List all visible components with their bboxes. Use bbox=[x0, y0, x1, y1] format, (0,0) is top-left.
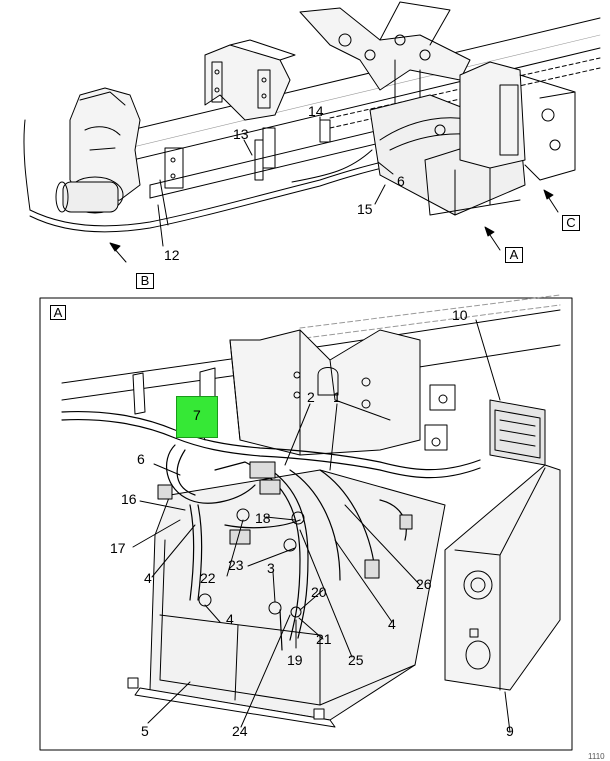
callout-6-top: 6 bbox=[397, 173, 405, 189]
mid-crossmember-top bbox=[204, 39, 296, 121]
callout-17: 17 bbox=[110, 540, 126, 556]
electrical-box-detail bbox=[444, 399, 561, 691]
harness-top bbox=[23, 119, 391, 233]
leader-lines-top bbox=[157, 116, 394, 247]
detail-frame bbox=[39, 297, 573, 751]
callout-10: 10 bbox=[452, 307, 468, 323]
callout-5: 5 bbox=[141, 723, 149, 739]
callout-3: 3 bbox=[267, 560, 275, 576]
callout-2: 2 bbox=[307, 389, 315, 405]
view-ref-a: A bbox=[505, 247, 523, 263]
callout-24: 24 bbox=[232, 723, 248, 739]
callout-14: 14 bbox=[308, 103, 324, 119]
callout-18: 18 bbox=[255, 510, 271, 526]
view-ref-b: B bbox=[136, 273, 154, 289]
leader-lines-detail bbox=[132, 319, 511, 733]
callout-4-right: 4 bbox=[388, 616, 396, 632]
callout-26: 26 bbox=[416, 576, 432, 592]
view-ref-c: C bbox=[562, 215, 580, 231]
callout-20: 20 bbox=[311, 584, 327, 600]
brackets-top bbox=[164, 119, 331, 189]
callout-19: 19 bbox=[287, 652, 303, 668]
callout-13: 13 bbox=[233, 126, 249, 142]
callout-4-mid: 4 bbox=[226, 611, 234, 627]
callout-1: 1 bbox=[333, 389, 341, 405]
view-arrows-top bbox=[109, 189, 559, 263]
side-box-top bbox=[459, 61, 576, 181]
rear-crossmember-top bbox=[299, 1, 471, 131]
callout-6-detail: 6 bbox=[137, 451, 145, 467]
harness-detail bbox=[61, 411, 481, 651]
callout-7-label: 7 bbox=[193, 407, 201, 423]
callout-22: 22 bbox=[200, 570, 216, 586]
callout-21: 21 bbox=[316, 631, 332, 647]
callout-12: 12 bbox=[164, 247, 180, 263]
detail-frame-label: A bbox=[50, 305, 66, 320]
callout-4-left: 4 bbox=[144, 570, 152, 586]
front-engine-top bbox=[55, 87, 141, 214]
callout-23: 23 bbox=[228, 557, 244, 573]
callout-16: 16 bbox=[121, 491, 137, 507]
figure-number: 1110 bbox=[588, 752, 605, 761]
crossmember-detail bbox=[229, 329, 456, 456]
callout-25: 25 bbox=[348, 652, 364, 668]
highlighted-callout-7: 7 bbox=[176, 396, 218, 438]
callout-9: 9 bbox=[506, 723, 514, 739]
callout-15: 15 bbox=[357, 201, 373, 217]
